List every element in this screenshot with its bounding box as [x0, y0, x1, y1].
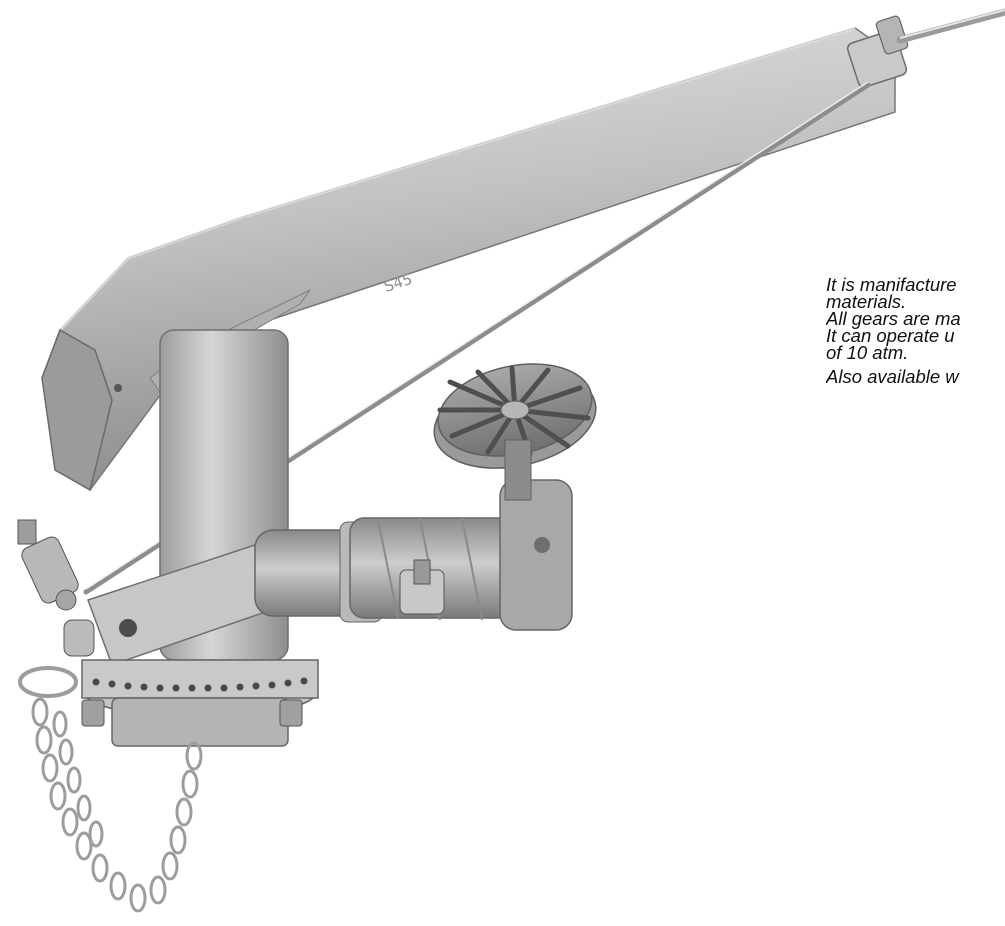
nozzle — [846, 8, 1005, 88]
description-line-2: materials. — [826, 291, 907, 312]
description-line-6: Also available w — [826, 366, 959, 385]
description-line-5: of 10 atm. — [826, 342, 909, 363]
description-line-3: All gears are ma — [826, 308, 961, 329]
base-flange — [81, 659, 319, 747]
description-line-4: It can operate u — [826, 325, 955, 346]
description-line-1: It is manifacture — [826, 276, 957, 295]
rotor-wheel — [433, 363, 597, 501]
drive-pipe — [254, 479, 573, 631]
product-description: It is manifacture materials. All gears a… — [826, 276, 1005, 385]
safety-chain — [18, 666, 203, 913]
